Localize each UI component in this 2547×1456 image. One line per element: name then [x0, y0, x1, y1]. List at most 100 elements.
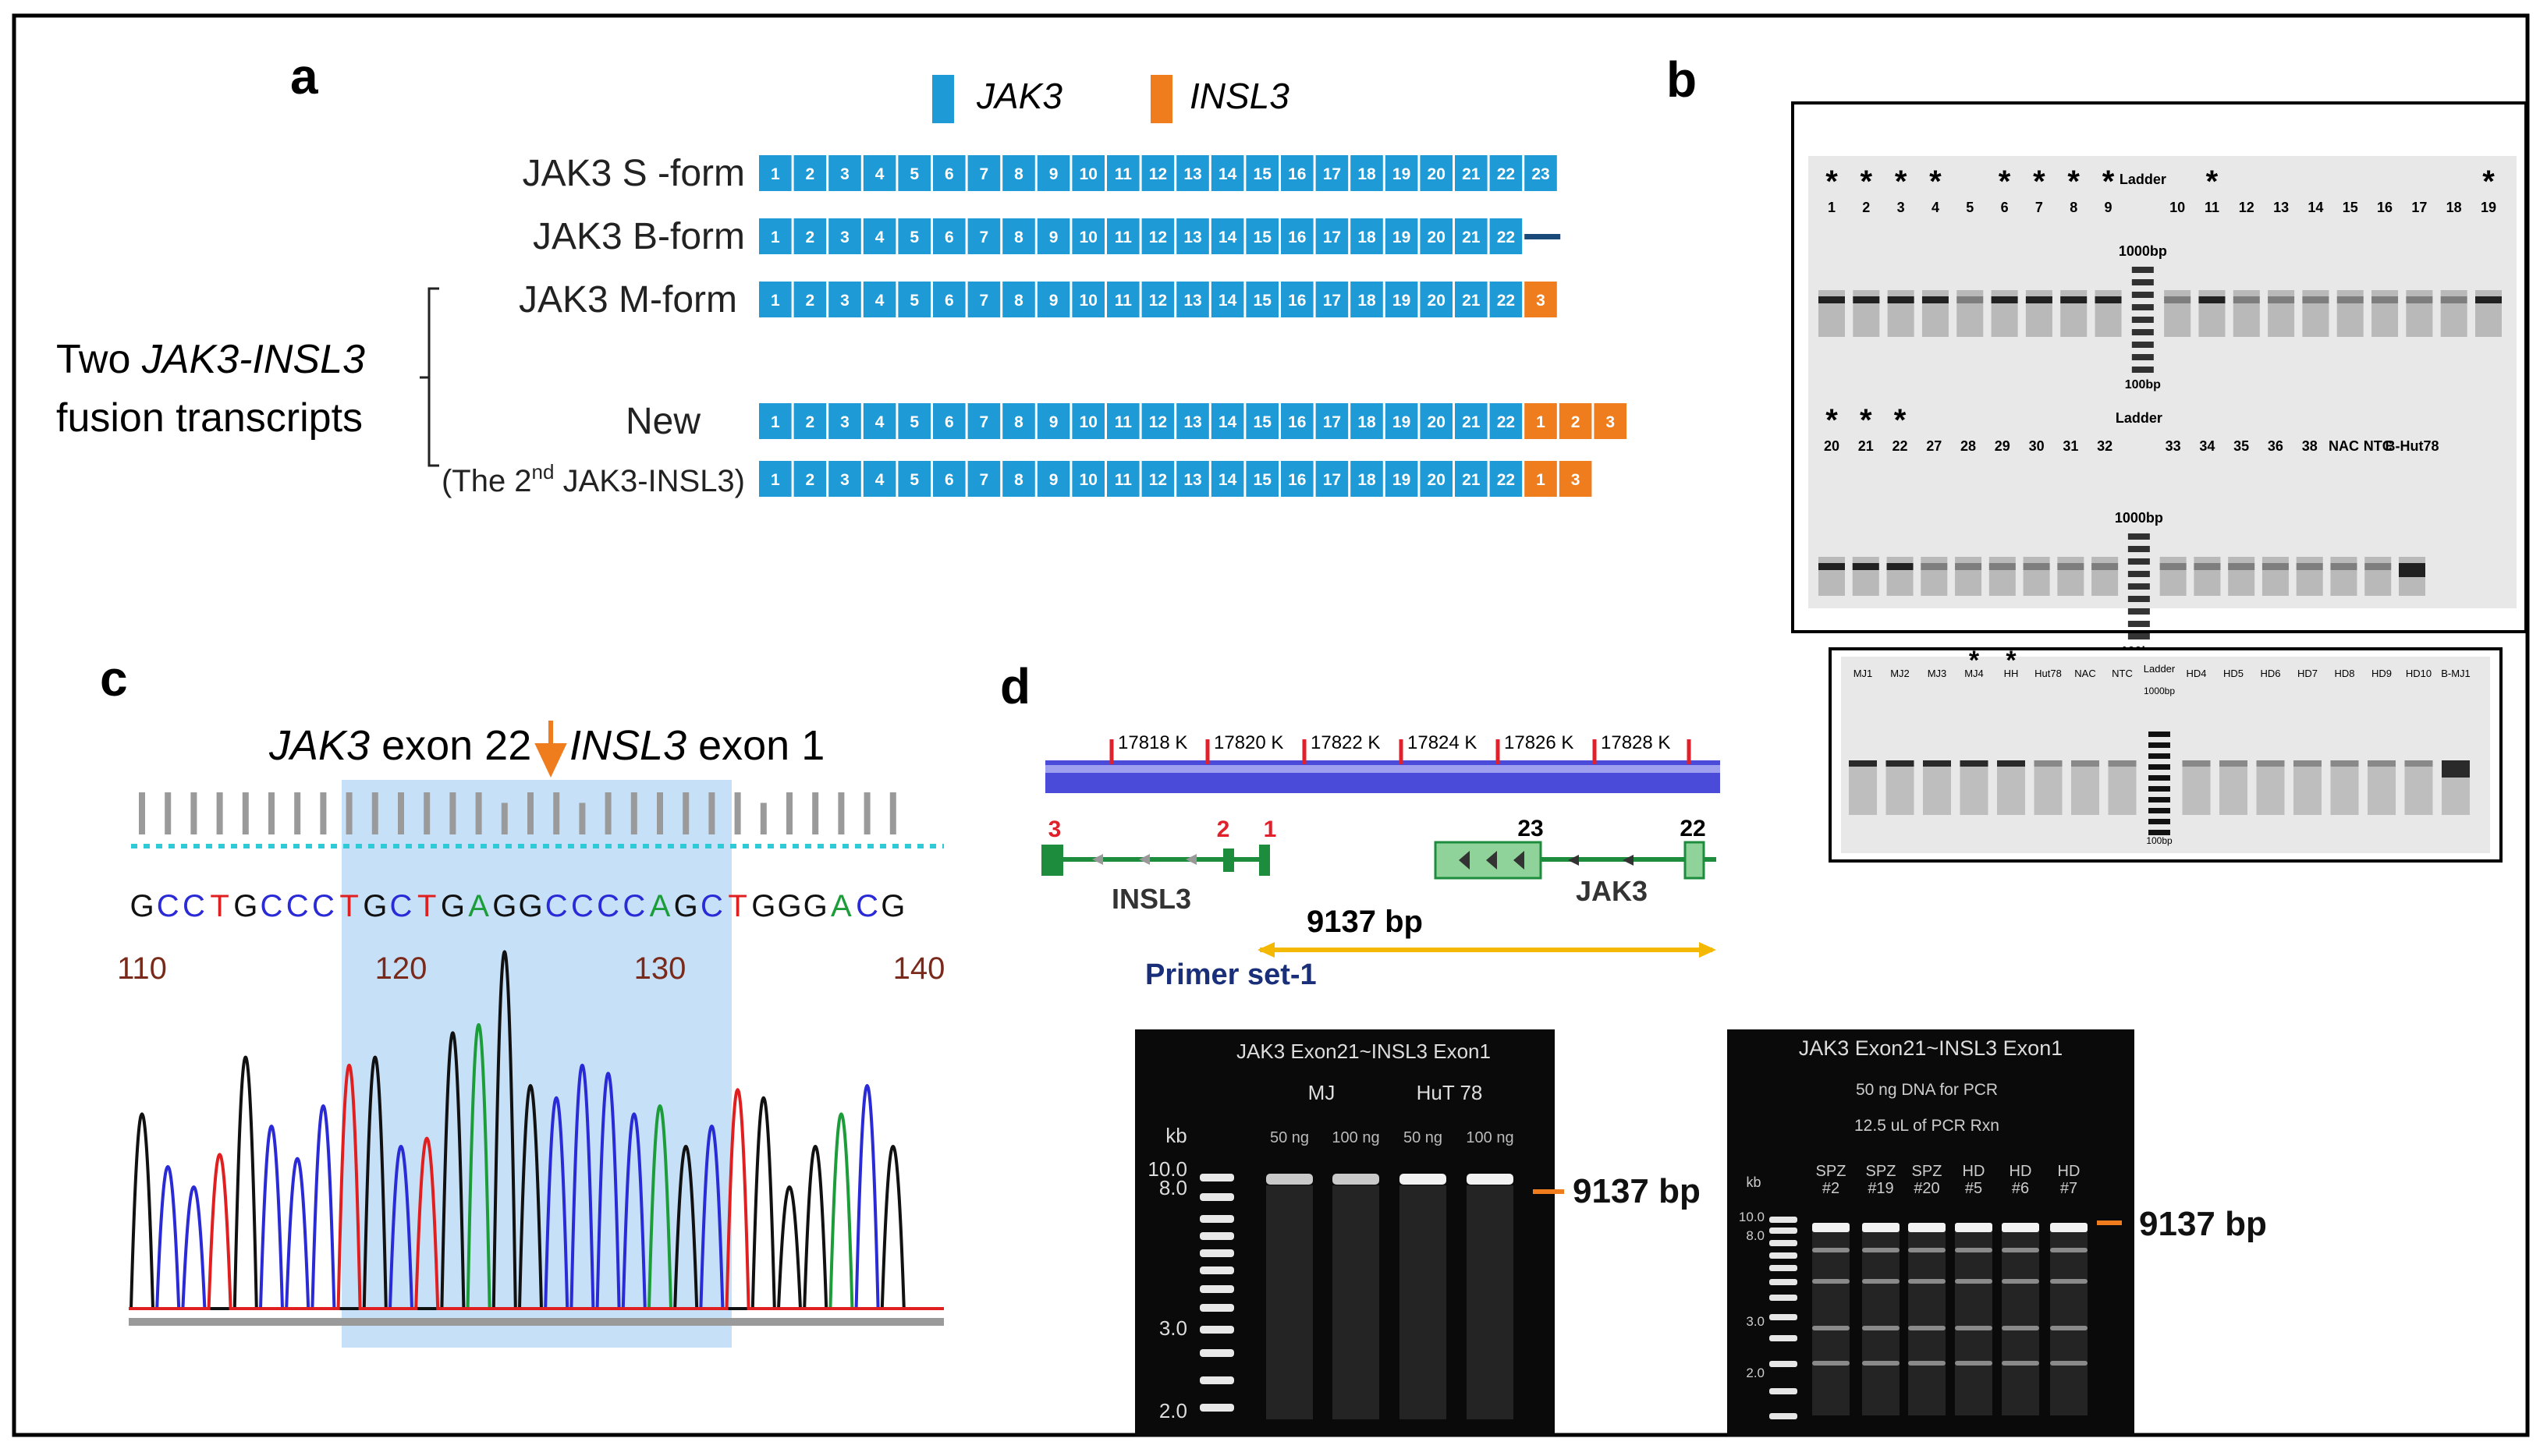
jak3-exon	[863, 155, 896, 191]
ladder-band	[2131, 304, 2154, 310]
jak3-exon-number: 6	[945, 413, 954, 431]
gel-band	[1908, 1361, 1946, 1366]
gel-band-9137	[1332, 1174, 1379, 1185]
quality-bar	[190, 792, 197, 834]
jak3-exon	[967, 403, 1001, 439]
ladder-band	[2148, 786, 2170, 792]
base-call: C	[701, 889, 723, 923]
lane-label: MJ3	[1928, 668, 1947, 679]
lane-label: 15	[2343, 200, 2358, 215]
jak3-exon-number: 3	[840, 228, 850, 246]
insl3-gene-label: INSL3	[1112, 883, 1191, 915]
jak3-exon-number: 15	[1254, 471, 1272, 489]
ladder-band	[1200, 1193, 1234, 1201]
gel-band	[2371, 296, 2399, 303]
gel-title: JAK3 Exon21~INSL3 Exon1	[1799, 1036, 2063, 1060]
jak3-exon-number: 14	[1219, 292, 1237, 310]
jak3-exon	[1420, 282, 1453, 317]
jak3-exon-number: 8	[1014, 413, 1023, 431]
gel-band	[2002, 1361, 2039, 1366]
ladder-band	[1200, 1249, 1234, 1257]
jak3-exon	[1072, 461, 1105, 497]
gel-band	[1991, 296, 2018, 303]
quality-bar	[864, 792, 871, 834]
lane-label: Ladder	[2144, 663, 2176, 675]
base-call: C	[157, 889, 179, 923]
jak3-exon-number: 14	[1219, 413, 1237, 431]
lane-star: *	[1825, 403, 1838, 438]
jak3-exon	[1002, 403, 1035, 439]
jak3-exon	[828, 461, 861, 497]
chromatogram-traces	[129, 950, 944, 1310]
gel-band	[2404, 760, 2433, 767]
jak3-exon-number: 15	[1254, 292, 1272, 310]
lane-label: Hut78	[2034, 668, 2062, 679]
jak3-exon-number: 16	[1288, 471, 1306, 489]
kb-label: kb	[1746, 1174, 1761, 1190]
insl3-exon-label-1: 1	[1264, 817, 1277, 842]
gel-smear	[2406, 290, 2433, 337]
jak3-exon-number: 18	[1357, 471, 1376, 489]
jak3-exon-number: 1	[771, 228, 780, 246]
jak3-exon	[1002, 282, 1035, 317]
jak3-exon-number: 7	[980, 471, 989, 489]
jak3-exon	[967, 218, 1001, 254]
jak3-exon	[793, 403, 827, 439]
jak3-exon-number: 8	[1014, 471, 1023, 489]
jak3-exon	[1107, 403, 1140, 439]
gel-band	[1885, 760, 1914, 767]
gel-band	[1955, 563, 1982, 570]
ladder-band	[1769, 1314, 1797, 1320]
gel-band	[2368, 760, 2396, 767]
quality-bar	[216, 792, 223, 834]
jak3-exon-number: 3	[840, 471, 850, 489]
jak3-exon-number: 5	[910, 292, 919, 310]
ladder-top-label: 1000bp	[2144, 685, 2175, 696]
gel-band	[1849, 760, 1877, 767]
gel-band	[1852, 563, 1879, 570]
gel-lane-smear	[1862, 1228, 1900, 1415]
gel-smear	[1923, 760, 1951, 815]
insl3-exon	[1559, 461, 1592, 497]
ladder-band	[2131, 292, 2154, 298]
jak3-exon	[1385, 155, 1418, 191]
lane-label: 30	[2029, 438, 2045, 454]
jak3-exon-number: 7	[980, 413, 989, 431]
jak3-exon	[1489, 218, 1523, 254]
transcript-label-main: New	[626, 401, 701, 442]
base-call: T	[339, 889, 358, 923]
jak3-exon-number: 19	[1392, 228, 1410, 246]
jak3-exon-number: 5	[910, 165, 919, 183]
jak3-exon-number: 9	[1049, 413, 1059, 431]
quality-bar	[630, 792, 637, 834]
jak3-exon	[933, 461, 966, 497]
lane-star: *	[2102, 165, 2115, 199]
ladder-band	[1769, 1265, 1797, 1271]
lane-label: 5	[1966, 200, 1974, 215]
ladder-band	[1769, 1413, 1797, 1419]
jak3-exon	[1176, 218, 1209, 254]
lane-label: #19	[1868, 1180, 1893, 1197]
lane-label: #2	[1822, 1180, 1839, 1197]
jak3-exon	[1211, 461, 1244, 497]
transcript-label: New	[626, 401, 701, 442]
jak3-exon	[1281, 403, 1314, 439]
chromatogram-title-2: INSL3 exon 1	[569, 722, 825, 769]
gel-band	[1853, 296, 1880, 303]
trace-t	[129, 1064, 944, 1310]
base-call: G	[881, 889, 905, 923]
marker-label: 10.0	[1739, 1210, 1765, 1224]
lane-label: 7	[2035, 200, 2043, 215]
jak3-exon-number: 13	[1183, 228, 1201, 246]
lane-label: 2	[1862, 200, 1870, 215]
coord-label: 17826 K	[1504, 732, 1573, 753]
quality-bar	[268, 792, 275, 834]
insl3-exon-number: 1	[1536, 471, 1545, 489]
lane-label: 100 ng	[1332, 1129, 1379, 1146]
insl3-exon-number: 3	[1536, 292, 1545, 310]
base-call: G	[777, 889, 801, 923]
jak3-exon	[1072, 403, 1105, 439]
jak3-exon	[1176, 282, 1209, 317]
insl3-exon-number: 3	[1605, 413, 1615, 431]
